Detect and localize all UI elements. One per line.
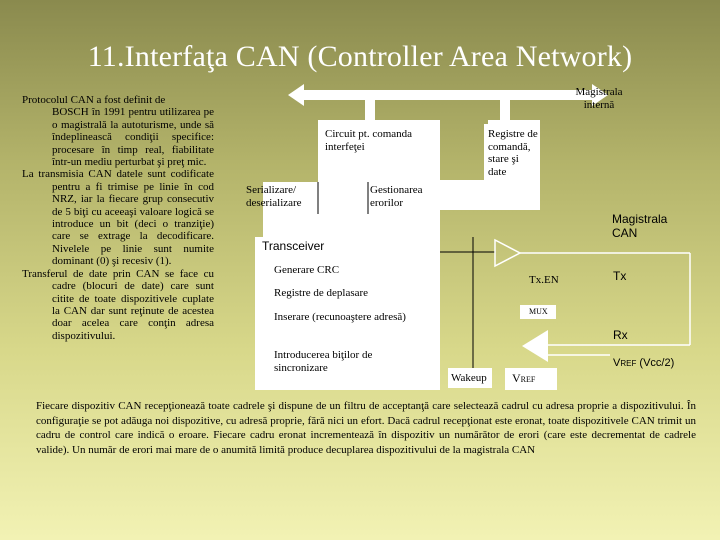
can-bus-label: Magistrala CAN [612,212,668,240]
vref-right-label: VREF (Vcc/2) [613,357,674,371]
address-insert-label: Inserare (recunoaştere adresă) [274,311,406,323]
error-management-label: Gestionarea erorilor [370,184,423,209]
vref-box [505,368,557,390]
wakeup-box [448,368,492,388]
vref-label: VREF [512,372,535,387]
tx-driver-triangle [494,238,522,268]
bus-drop-registers [500,100,510,120]
tx-label: Tx [613,269,627,283]
paragraph-first-line: Protocolul CAN a fost definit de [22,94,166,106]
vref-right-text: V [613,357,621,369]
sync-bits-label: Introducerea biţilor de sincronizare [274,349,373,374]
registers-label: Registre de comandă, stare şi date [488,128,538,178]
shift-registers-label: Registre de deplasare [274,287,369,299]
circuit-label: Circuit pt. comanda interfeţei [325,128,413,153]
registers-box [484,124,536,200]
bus-drop-circuit [365,100,375,120]
rx-label: Rx [613,328,628,342]
vref-subscript: REF [520,375,536,384]
wakeup-label: Wakeup [451,372,487,384]
acceptance-filter-text: Fiecare dispozitiv CAN recepţionează toa… [36,400,696,456]
serializer-label: Serializare/ deserializare [246,184,302,209]
mux-label: MUX [529,307,548,316]
paragraph-can-encoding: La transmisia CAN datele sunt codificate… [22,168,214,268]
internal-bus-label: Magistrala internă [575,86,623,111]
controller-block [263,120,540,237]
vref-right-suffix: (Vcc/2) [639,357,675,369]
internal-bus-arrow [288,84,608,106]
paragraph-can-frames: Transferul de date prin CAN se face cu c… [22,267,214,342]
can-description-text: Protocolul CAN a fost definit de BOSCH î… [22,94,214,342]
mux-box [520,305,556,319]
slide-title: 11.Interfaţa CAN (Controller Area Networ… [87,40,633,73]
paragraph-can-definition-rest: BOSCH în 1991 pentru utilizarea pe o mag… [52,106,214,169]
vref-right-subscript: REF [620,359,637,368]
paragraph-can-definition: Protocolul CAN a fost definit de [22,94,214,106]
vref-text: V [512,371,521,385]
transceiver-label: Transceiver [262,239,325,253]
rx-comparator-triangle [522,330,548,362]
crc-label: Generare CRC [274,264,340,276]
tx-enable-label: Tx.EN [529,274,559,286]
transceiver-box [255,237,440,390]
